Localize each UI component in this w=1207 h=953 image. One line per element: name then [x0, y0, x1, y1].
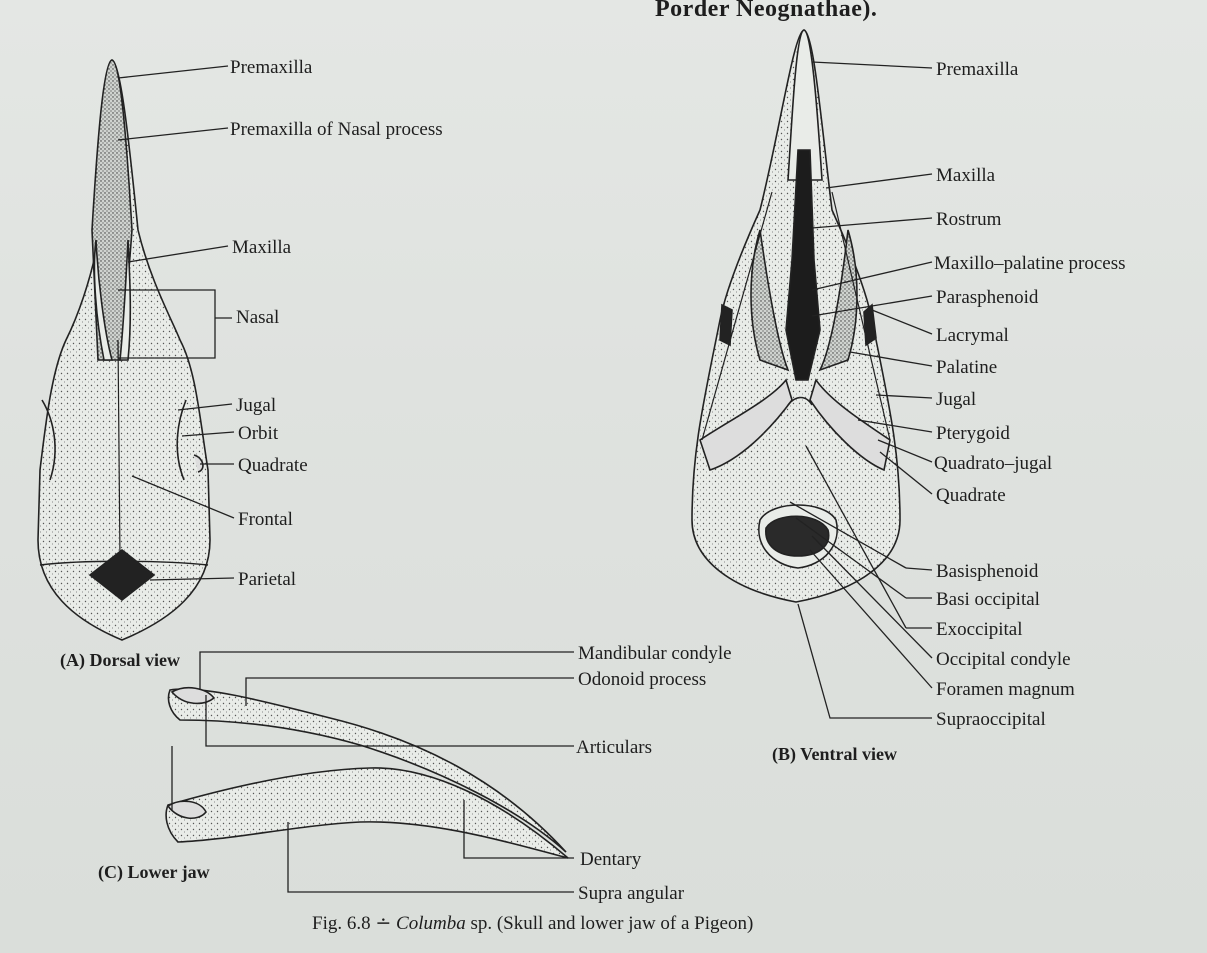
leader-ventral-lacrymal — [872, 310, 932, 334]
jaw-lower-ramus — [166, 768, 568, 858]
label-ventral-palatine: Palatine — [936, 358, 997, 377]
caption-suffix: sp. (Skull and lower jaw of a Pigeon) — [466, 913, 754, 934]
label-ventral-maxilla: Maxilla — [936, 166, 995, 185]
dorsal-view-title: (A) Dorsal view — [60, 650, 180, 671]
label-jaw-supra-angular: Supra angular — [578, 884, 684, 903]
label-ventral-premaxilla: Premaxilla — [936, 60, 1018, 79]
label-ventral-basisphenoid: Basisphenoid — [936, 562, 1038, 581]
label-ventral-exoccipital: Exoccipital — [936, 620, 1023, 639]
label-ventral-quadrato-jugal: Quadrato–jugal — [934, 454, 1052, 473]
leader-dorsal-premaxilla — [118, 66, 228, 78]
label-ventral-quadrate: Quadrate — [936, 486, 1006, 505]
label-ventral-occipital-condyle: Occipital condyle — [936, 650, 1071, 669]
label-ventral-rostrum: Rostrum — [936, 210, 1001, 229]
leader-ventral-supraoccipital — [798, 604, 932, 718]
label-ventral-maxillo-palatine-process: Maxillo–palatine process — [934, 254, 1126, 273]
lower-jaw-drawing — [166, 688, 568, 858]
figure-caption: Fig. 6.8 ∸ Columba sp. (Skull and lower … — [312, 912, 753, 935]
label-dorsal-premaxilla: Premaxilla — [230, 58, 312, 77]
label-dorsal-nasal: Nasal — [236, 308, 279, 327]
label-dorsal-premaxilla-nasal-process: Premaxilla of Nasal process — [230, 120, 443, 139]
leader-jaw-odonoid — [246, 678, 574, 706]
label-jaw-odonoid-process: Odonoid process — [578, 670, 706, 689]
label-dorsal-orbit: Orbit — [238, 424, 278, 443]
label-jaw-dentary: Dentary — [580, 850, 641, 869]
label-dorsal-jugal: Jugal — [236, 396, 276, 415]
caption-genus: Columba — [396, 913, 466, 934]
lower-jaw-title: (C) Lower jaw — [98, 862, 210, 883]
label-ventral-foramen-magnum: Foramen magnum — [936, 680, 1075, 699]
label-jaw-mandibular-condyle: Mandibular condyle — [578, 644, 732, 663]
label-ventral-supraoccipital: Supraoccipital — [936, 710, 1046, 729]
label-dorsal-maxilla: Maxilla — [232, 238, 291, 257]
label-dorsal-parietal: Parietal — [238, 570, 296, 589]
label-ventral-lacrymal: Lacrymal — [936, 326, 1009, 345]
label-dorsal-quadrate: Quadrate — [238, 456, 308, 475]
ventral-occipital-condyle — [766, 516, 829, 556]
leader-dorsal-premaxilla-nasal — [118, 128, 228, 140]
caption-prefix: Fig. 6.8 ∸ — [312, 913, 396, 934]
ventral-view-title: (B) Ventral view — [772, 744, 897, 765]
label-dorsal-frontal: Frontal — [238, 510, 293, 529]
label-ventral-basi-occipital: Basi occipital — [936, 590, 1040, 609]
label-ventral-jugal: Jugal — [936, 390, 976, 409]
dorsal-skull-drawing — [38, 60, 210, 640]
leader-ventral-premaxilla — [812, 62, 932, 68]
leader-jaw-mandibular-condyle — [200, 652, 574, 690]
leader-ventral-maxilla — [826, 174, 932, 188]
ventral-skull-drawing — [692, 30, 900, 602]
label-jaw-articulars: Articulars — [576, 738, 652, 757]
label-ventral-parasphenoid: Parasphenoid — [936, 288, 1038, 307]
label-ventral-pterygoid: Pterygoid — [936, 424, 1010, 443]
